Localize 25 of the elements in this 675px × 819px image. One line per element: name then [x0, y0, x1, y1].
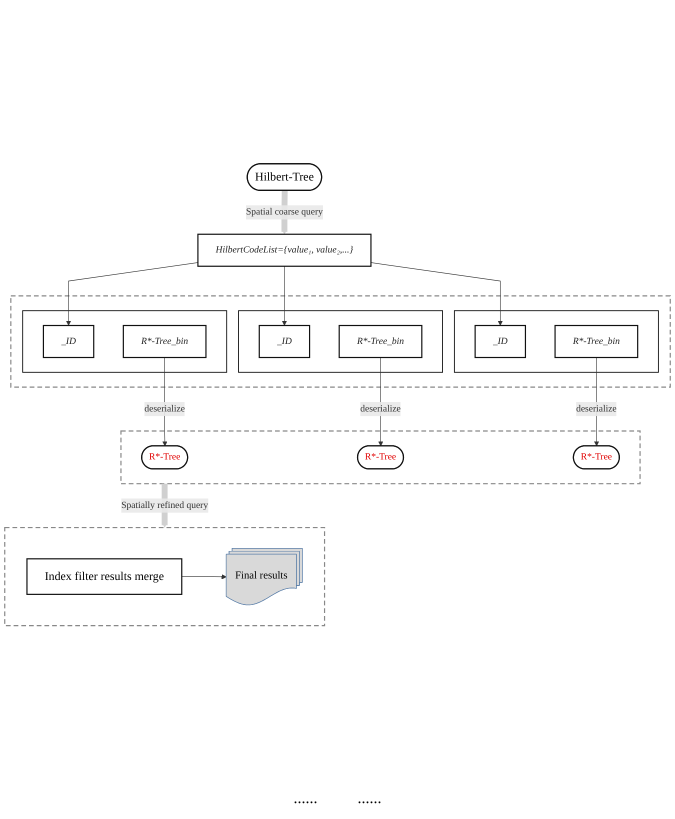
edge-label: deserialize	[360, 404, 401, 414]
arrow	[66, 262, 198, 326]
edge-label: Spatially refined query	[121, 500, 208, 511]
edge-label: deserialize	[576, 404, 617, 414]
edge-label: deserialize	[144, 404, 185, 414]
node-box: HilbertCodeList={value₁, value₂,...}	[197, 234, 372, 268]
cluster	[120, 430, 641, 485]
ellipsis-text: ......	[358, 790, 382, 808]
node-box: _ID	[42, 325, 94, 358]
arrow	[282, 266, 288, 326]
node-box: R*-Tree_bin	[122, 325, 207, 358]
cluster	[22, 310, 228, 374]
ellipsis-text: ......	[294, 790, 318, 808]
node-box: _ID	[258, 325, 310, 358]
cluster	[238, 310, 443, 374]
cluster	[10, 296, 671, 388]
node-box: R*-Tree_bin	[338, 325, 422, 358]
arrow	[370, 262, 503, 326]
node-box: _ID	[474, 325, 526, 358]
node-box: R*-Tree_bin	[554, 325, 638, 358]
node-box: Index filter results merge	[26, 558, 182, 596]
arrow	[181, 574, 227, 580]
cluster	[4, 527, 326, 627]
edge-label: Spatial coarse query	[246, 207, 323, 218]
cluster	[454, 310, 659, 374]
